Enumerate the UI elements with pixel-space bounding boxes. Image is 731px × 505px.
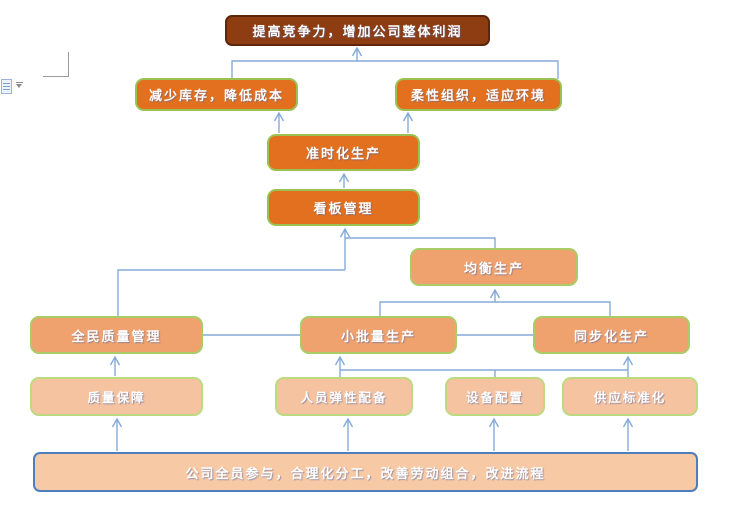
node-small-batch[interactable]: 小批量生产 xyxy=(300,316,457,354)
node-sync[interactable]: 同步化生产 xyxy=(533,316,690,354)
node-foundation[interactable]: 公司全员参与，合理化分工，改善劳动组合，改进流程 xyxy=(33,452,698,492)
node-jit-label: 准时化生产 xyxy=(305,147,381,162)
node-goal-label: 提高竞争力，增加公司整体利润 xyxy=(252,25,463,40)
node-quality-label: 质量保障 xyxy=(87,390,146,405)
node-reduce-inventory-label: 减少库存，降低成本 xyxy=(148,89,284,104)
node-tqm[interactable]: 全民质量管理 xyxy=(30,316,203,354)
node-supply-label: 供应标准化 xyxy=(593,390,667,405)
node-reduce-inventory[interactable]: 减少库存，降低成本 xyxy=(135,78,298,111)
node-kanban-label: 看板管理 xyxy=(313,202,374,217)
connector-row1-rail xyxy=(231,60,559,79)
connector-tqm-rail xyxy=(117,269,345,317)
connector-row5-rail xyxy=(379,301,611,317)
node-equipment-label: 设备配置 xyxy=(465,390,524,405)
node-supply[interactable]: 供应标准化 xyxy=(562,377,698,416)
node-goal[interactable]: 提高竞争力，增加公司整体利润 xyxy=(225,15,490,46)
node-kanban[interactable]: 看板管理 xyxy=(267,189,420,226)
node-flexible-org[interactable]: 柔性组织，适应环境 xyxy=(395,78,562,111)
node-foundation-label: 公司全员参与，合理化分工，改善劳动组合，改进流程 xyxy=(185,466,546,482)
node-staffing[interactable]: 人员弹性配备 xyxy=(275,377,413,416)
text-boundary-corner-mark xyxy=(43,76,69,77)
node-small-batch-label: 小批量生产 xyxy=(340,329,416,345)
clipboard-icon xyxy=(1,79,12,94)
node-sync-label: 同步化生产 xyxy=(573,329,649,345)
node-quality[interactable]: 质量保障 xyxy=(30,377,203,416)
node-staffing-label: 人员弹性配备 xyxy=(300,390,388,405)
node-equipment[interactable]: 设备配置 xyxy=(445,377,545,416)
node-tqm-label: 全民质量管理 xyxy=(71,329,162,345)
paste-options-button[interactable] xyxy=(1,79,31,97)
node-jit[interactable]: 准时化生产 xyxy=(267,134,420,171)
node-balanced[interactable]: 均衡生产 xyxy=(410,248,578,286)
chevron-down-icon xyxy=(16,79,23,88)
node-balanced-label: 均衡生产 xyxy=(463,261,524,277)
text-boundary-corner-mark xyxy=(68,52,69,77)
node-flexible-org-label: 柔性组织，适应环境 xyxy=(410,89,546,104)
